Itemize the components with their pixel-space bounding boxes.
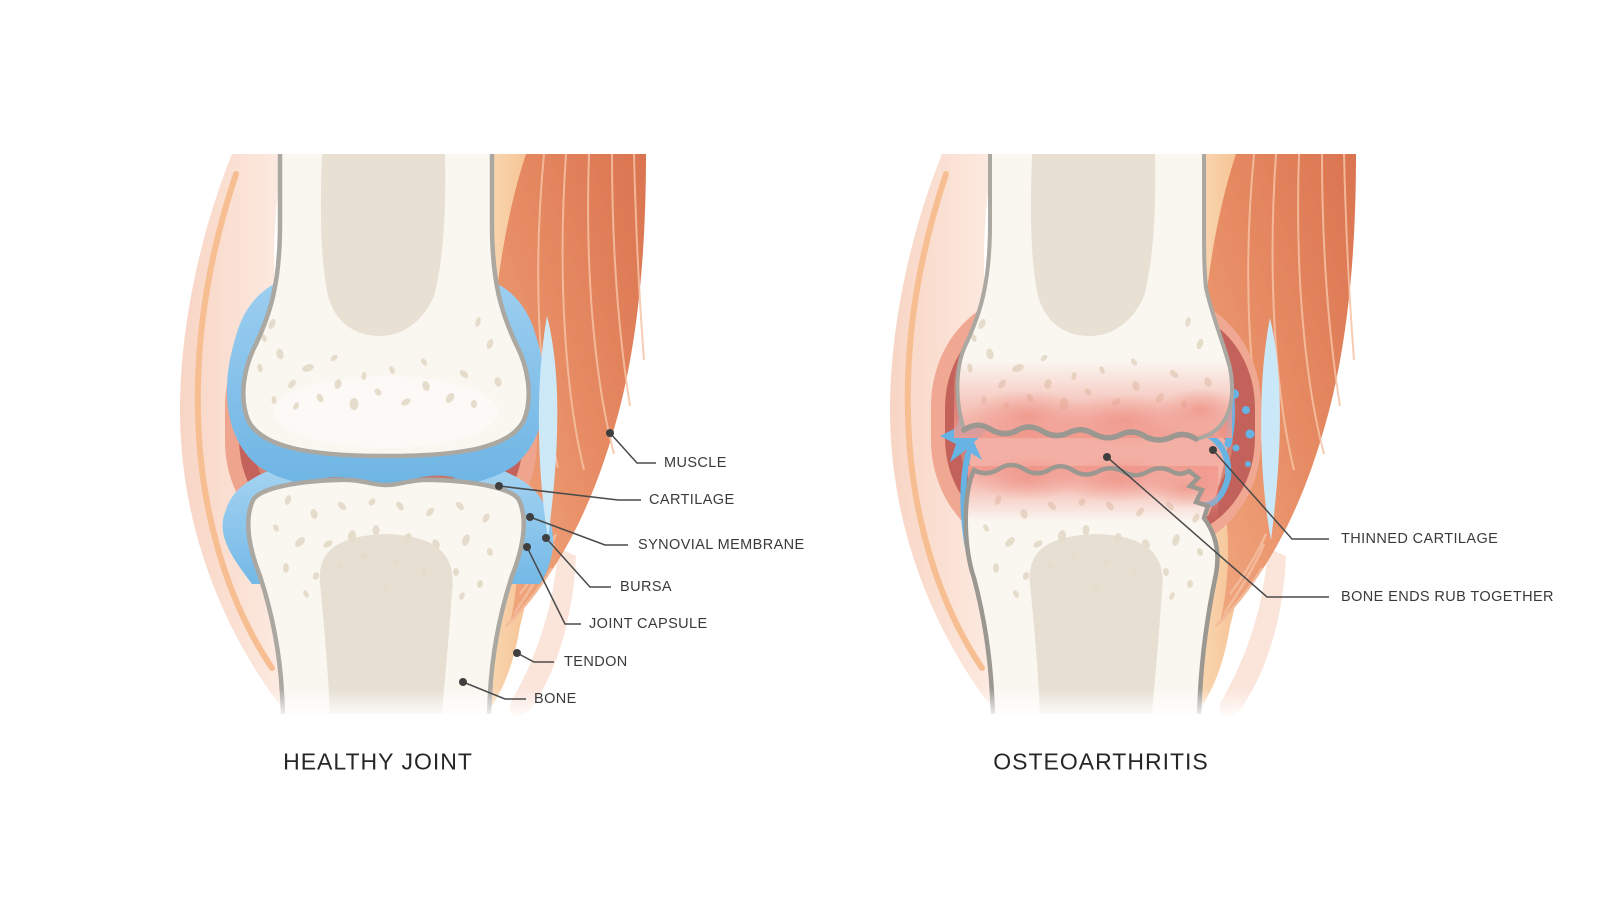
leader-bone <box>462 681 526 700</box>
leader-dots <box>459 429 1217 686</box>
tibia-outline <box>246 477 526 715</box>
label-joint-capsule: JOINT CAPSULE <box>589 616 708 632</box>
healthy-joint-figure <box>180 154 646 720</box>
oa-bottom-fade <box>918 688 1318 720</box>
leader-joint-capsule <box>526 546 581 625</box>
label-thinned-cartilage: THINNED CARTILAGE <box>1341 531 1499 547</box>
leader-cartilage <box>498 485 641 501</box>
label-synovial-membrane: SYNOVIAL MEMBRANE <box>638 537 805 553</box>
bottom-fade <box>208 688 608 720</box>
leader-lines <box>462 432 1329 700</box>
label-bone-ends-rub-together: BONE ENDS RUB TOGETHER <box>1341 589 1554 605</box>
leader-thinned-cartilage <box>1212 449 1329 540</box>
bone-contact-line <box>961 422 1199 443</box>
bursa-shape <box>538 316 558 538</box>
oa-tibia-outline <box>963 462 1220 715</box>
tibia-marrow <box>319 534 453 714</box>
oa-femur-marrow <box>1030 154 1156 336</box>
femur-shine <box>274 376 498 448</box>
leader-tendon <box>516 652 554 663</box>
oa-bursa-shape <box>1261 318 1280 540</box>
leader-bone-ends <box>1106 456 1329 598</box>
leader-synovial-membrane <box>529 516 628 546</box>
femur-marrow <box>320 154 446 336</box>
oa-tibia-marrow <box>1029 534 1163 714</box>
osteoarthritis-joint-figure <box>890 154 1356 720</box>
label-cartilage: CARTILAGE <box>649 492 735 508</box>
leader-bursa <box>545 537 611 588</box>
osteoarthritis-title: OSTEOARTHRITIS <box>993 748 1209 775</box>
healthy-joint-title: HEALTHY JOINT <box>283 748 473 775</box>
leader-muscle <box>609 432 656 464</box>
femur-outline <box>241 154 531 459</box>
label-bursa: BURSA <box>620 579 672 595</box>
label-muscle: MUSCLE <box>664 455 727 471</box>
label-bone: BONE <box>534 691 577 707</box>
label-tendon: TENDON <box>564 654 628 670</box>
